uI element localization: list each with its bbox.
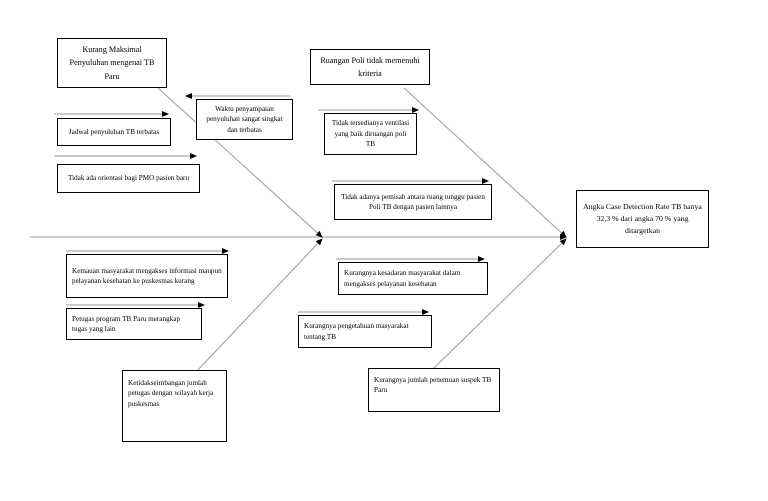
cause-label: Kurangnya kesadaran masyarakat dalam men… (344, 269, 461, 288)
effect-label: Angka Case Detection Rate TB hanya 32,3 … (583, 201, 702, 236)
cause-box-ruangan-poli-tidak-memenuhi[interactable]: Ruangan Poli tidak memenuhi kriteria (310, 49, 430, 85)
cause-box-kurang-maksimal-penyuluhan[interactable]: Kurang Maksimal Penyuluhan mengenai TB P… (57, 38, 167, 88)
cause-box-tidak-tersedia-ventilasi[interactable]: Tidak tersedianya ventilasi yang baik di… (324, 113, 417, 155)
effect-box-case-detection-rate[interactable]: Angka Case Detection Rate TB hanya 32,3 … (576, 190, 709, 248)
cause-label: Petugas program TB Paru merangkap tugas … (72, 314, 181, 333)
cause-label: Jadwal penyuluhan TB terbatas (68, 127, 160, 136)
cause-label: Kurangnya pengetahuan masyarakat tentang… (304, 322, 409, 341)
bone-upper-left (157, 87, 323, 238)
cause-label: Kurang Maksimal Penyuluhan mengenai TB P… (69, 45, 155, 81)
cause-box-kurang-kesadaran-masyarakat[interactable]: Kurangnya kesadaran masyarakat dalam men… (338, 262, 488, 295)
cause-box-waktu-penyampaian-singkat[interactable]: Waktu penyampaian penyuluhan sangat sing… (196, 99, 293, 140)
cause-box-tidak-ada-orientasi-pmo[interactable]: Tidak ada orientasi bagi PMO pasien baru (57, 164, 200, 193)
cause-label: Ketidakseimbangan jumlah petugas dengan … (128, 379, 214, 408)
cause-label: Kemauan masyarakat mengakses informasi m… (72, 266, 222, 285)
cause-box-jadwal-penyuluhan-terbatas[interactable]: Jadwal penyuluhan TB terbatas (57, 118, 171, 146)
cause-label: Tidak tersedianya ventilasi yang baik di… (331, 119, 410, 149)
cause-label: Kurangnya jumlah penemuan suspek TB Paru (374, 376, 492, 395)
cause-label: Waktu penyampaian penyuluhan sangat sing… (206, 104, 283, 134)
bone-upper-right (403, 87, 567, 238)
cause-box-kurang-jumlah-penemuan-suspek[interactable]: Kurangnya jumlah penemuan suspek TB Paru (368, 368, 500, 412)
cause-box-ketidakseimbangan-petugas[interactable]: Ketidakseimbangan jumlah petugas dengan … (122, 370, 227, 442)
cause-label: Ruangan Poli tidak memenuhi kriteria (320, 55, 420, 78)
cause-box-petugas-merangkap-tugas[interactable]: Petugas program TB Paru merangkap tugas … (66, 308, 202, 340)
cause-box-kurang-pengetahuan-masyarakat[interactable]: Kurangnya pengetahuan masyarakat tentang… (298, 315, 432, 348)
bone-lower-left (195, 238, 323, 373)
cause-label: Tidak adanya pemisah antara ruang tunggu… (341, 192, 485, 211)
bone-lower-right (433, 238, 567, 369)
cause-box-kemauan-masyarakat-kurang[interactable]: Kemauan masyarakat mengakses informasi m… (66, 254, 228, 298)
cause-label: Tidak ada orientasi bagi PMO pasien baru (67, 174, 190, 183)
cause-box-tidak-ada-pemisah-ruang-tunggu[interactable]: Tidak adanya pemisah antara ruang tunggu… (334, 184, 492, 220)
